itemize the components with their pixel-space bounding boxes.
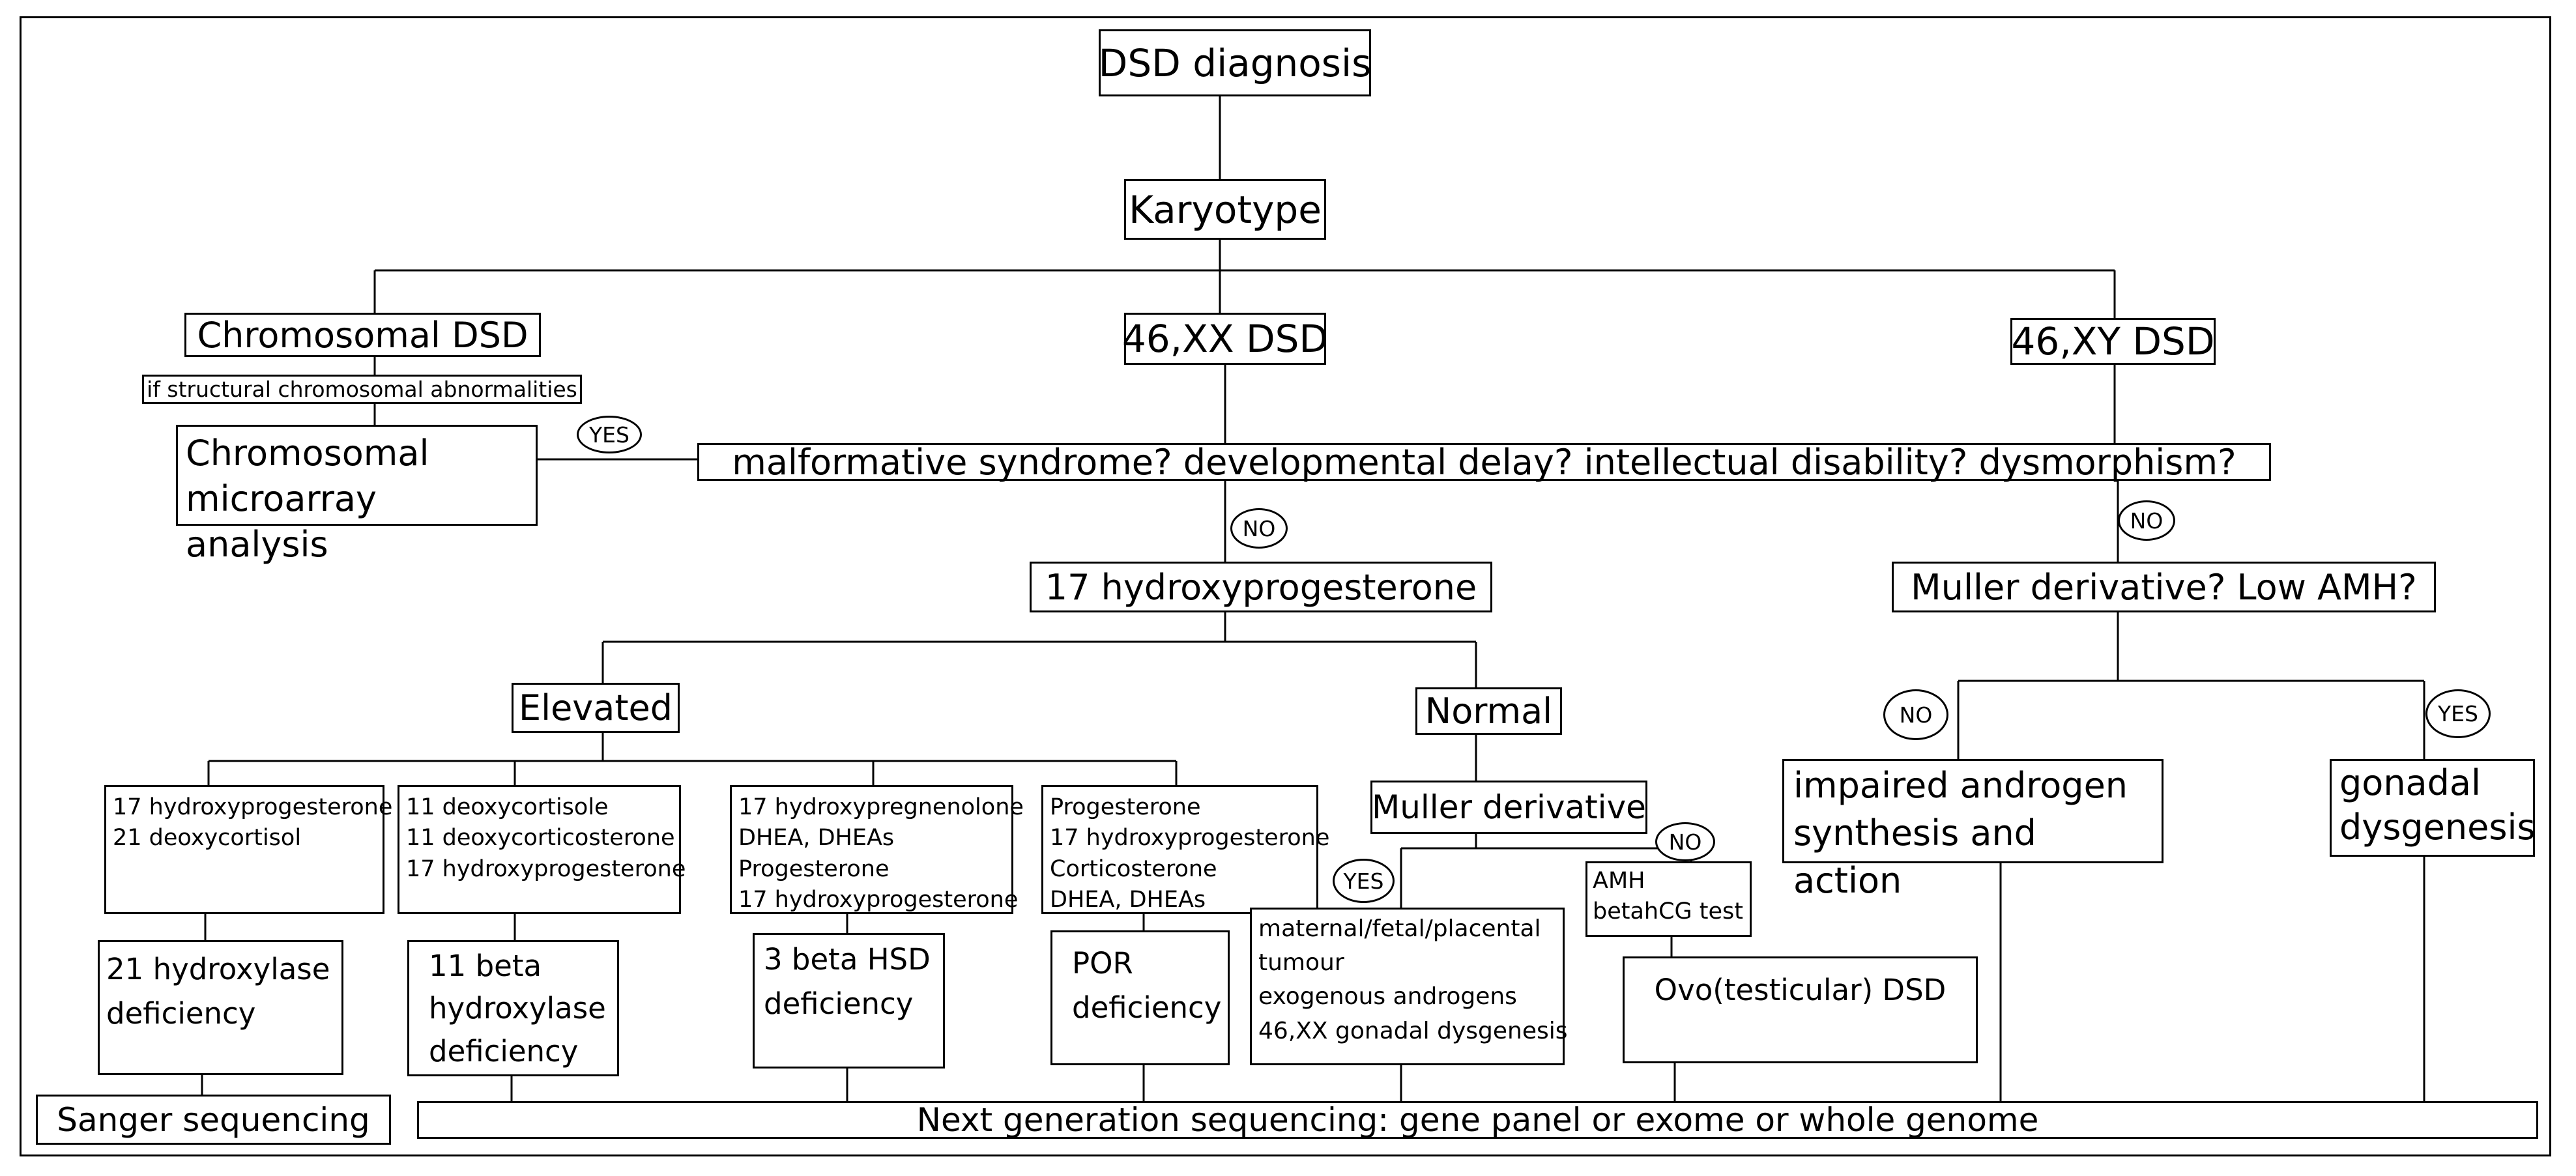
chromosomal-microarray-node: Chromosomal microarray analysis	[176, 425, 538, 565]
hydroxyprogesterone-label: 17 hydroxyprogesterone	[1045, 566, 1477, 608]
maternal-line-2: tumour	[1258, 949, 1344, 977]
structural-abnormalities-label: if structural chromosomal abnormalities	[147, 377, 577, 402]
dsd-diagnosis-node: DSD diagnosis	[1099, 29, 1371, 96]
gonadal-dysgenesis-line-2: dysgenesis	[2339, 806, 2536, 848]
deficiency-21-line-2: deficiency	[106, 996, 256, 1031]
chromosomal-dsd-node: Chromosomal DSD	[184, 313, 541, 357]
yes-oval-gonadal: YES	[2425, 689, 2491, 738]
no-oval-xx: NO	[1230, 508, 1288, 549]
ovotesticular-dsd-label: Ovo(testicular) DSD	[1654, 973, 1946, 1007]
muller-amh-node: Muller derivative? Low AMH?	[1892, 562, 2436, 612]
muller-derivative-label: Muller derivative	[1372, 788, 1646, 826]
syndrome-question-node: malformative syndrome? developmental del…	[697, 441, 2271, 483]
yes-label: YES	[1343, 868, 1384, 894]
maternal-line-3: exogenous androgens	[1258, 983, 1517, 1011]
markers-11-line-2: 11 deoxycorticosterone	[406, 825, 675, 852]
ovotesticular-dsd-node: Ovo(testicular) DSD	[1623, 956, 1978, 1063]
markers-21-line-2: 21 deoxycortisol	[113, 825, 302, 852]
chromosomal-dsd-label: Chromosomal DSD	[197, 314, 528, 356]
ngs-label: Next generation sequencing: gene panel o…	[916, 1101, 2039, 1139]
deficiency-por: POR deficiency	[1050, 930, 1230, 1065]
karyotype-node: Karyotype	[1124, 179, 1326, 240]
deficiency-3b-line-2: deficiency	[764, 986, 914, 1021]
elevated-label: Elevated	[518, 687, 673, 728]
xx-dsd-node: 46,XX DSD	[1122, 313, 1329, 365]
structural-abnormalities-note: if structural chromosomal abnormalities	[142, 375, 582, 404]
muller-amh-label: Muller derivative? Low AMH?	[1911, 566, 2417, 608]
ngs-node: Next generation sequencing: gene panel o…	[417, 1101, 2538, 1139]
no-oval-amh: NO	[1655, 822, 1715, 861]
deficiency-3-beta-hsd: 3 beta HSD deficiency	[753, 933, 945, 1068]
no-oval-xy: NO	[2118, 500, 2175, 541]
markers-por-line-4: DHEA, DHEAs	[1050, 886, 1206, 913]
impaired-androgen-line-1: impaired androgen	[1793, 765, 2128, 806]
no-label: NO	[2130, 508, 2164, 534]
elevated-node: Elevated	[512, 683, 680, 733]
sanger-sequencing-label: Sanger sequencing	[57, 1100, 370, 1139]
markers-3-beta-hsd: 17 hydroxypregnenolone DHEA, DHEAs Proge…	[730, 785, 1024, 914]
deficiency-3b-line-1: 3 beta HSD	[764, 942, 931, 977]
microarray-line-1: Chromosomal	[186, 433, 429, 474]
syndrome-question-label: malformative syndrome? developmental del…	[732, 441, 2236, 483]
deficiency-21-line-1: 21 hydroxylase	[106, 952, 330, 986]
xy-dsd-label: 46,XY DSD	[2011, 319, 2215, 364]
markers-por: Progesterone 17 hydroxyprogesterone Cort…	[1041, 785, 1330, 914]
microarray-line-2: microarray analysis	[186, 478, 377, 566]
no-label: NO	[1899, 702, 1933, 728]
muller-derivative-node: Muller derivative	[1370, 781, 1647, 834]
yes-label: YES	[2438, 701, 2478, 726]
deficiency-por-line-1: POR	[1072, 946, 1133, 981]
maternal-causes-node: maternal/fetal/placental tumour exogenou…	[1250, 908, 1568, 1065]
dsd-diagnosis-label: DSD diagnosis	[1098, 40, 1372, 85]
yes-oval-maternal: YES	[1333, 859, 1395, 903]
markers-3b-line-3: Progesterone	[738, 855, 890, 882]
markers-por-line-2: 17 hydroxyprogesterone	[1050, 825, 1330, 852]
deficiency-11-line-2: hydroxylase	[429, 991, 606, 1026]
no-label: NO	[1242, 515, 1276, 541]
markers-por-line-1: Progesterone	[1050, 794, 1201, 820]
gonadal-dysgenesis-line-1: gonadal	[2339, 762, 2482, 803]
impaired-androgen-line-2: synthesis and action	[1793, 812, 2036, 901]
markers-3b-line-2: DHEA, DHEAs	[738, 825, 895, 852]
markers-11-beta: 11 deoxycortisole 11 deoxycorticosterone…	[398, 785, 686, 914]
deficiency-11-line-1: 11 beta	[429, 949, 542, 983]
markers-3b-line-1: 17 hydroxypregnenolone	[738, 794, 1024, 820]
maternal-line-4: 46,XX gonadal dysgenesis	[1258, 1017, 1568, 1044]
maternal-line-1: maternal/fetal/placental	[1258, 915, 1541, 942]
markers-21-line-1: 17 hydroxyprogesterone	[113, 794, 393, 820]
markers-11-line-3: 17 hydroxyprogesterone	[406, 855, 686, 882]
hydroxyprogesterone-node: 17 hydroxyprogesterone	[1030, 562, 1492, 612]
yes-label: YES	[589, 422, 630, 448]
amh-line-2: betahCG test	[1593, 898, 1744, 925]
gonadal-dysgenesis-node: gonadal dysgenesis	[2330, 759, 2536, 857]
diagram-frame	[20, 16, 2551, 1156]
yes-oval-syndrome: YES	[577, 416, 642, 453]
sanger-sequencing-node: Sanger sequencing	[36, 1095, 391, 1145]
xx-dsd-label: 46,XX DSD	[1122, 317, 1329, 361]
markers-3b-line-4: 17 hydroxyprogesterone	[738, 886, 1019, 913]
normal-node: Normal	[1415, 687, 1562, 735]
no-oval-impaired: NO	[1883, 689, 1948, 740]
karyotype-label: Karyotype	[1129, 187, 1322, 232]
no-label: NO	[1668, 829, 1702, 855]
amh-test-node: AMH betahCG test	[1585, 861, 1752, 937]
markers-21-hydroxylase: 17 hydroxyprogesterone 21 deoxycortisol	[104, 785, 393, 914]
deficiency-21-hydroxylase: 21 hydroxylase deficiency	[98, 940, 343, 1075]
markers-11-line-1: 11 deoxycortisole	[406, 794, 609, 820]
amh-line-1: AMH	[1593, 868, 1645, 894]
xy-dsd-node: 46,XY DSD	[2010, 318, 2216, 365]
deficiency-11-line-3: deficiency	[429, 1033, 579, 1068]
markers-por-line-3: Corticosterone	[1050, 855, 1217, 882]
deficiency-11-beta-hydroxylase: 11 beta hydroxylase deficiency	[407, 940, 619, 1076]
deficiency-por-line-2: deficiency	[1072, 990, 1222, 1025]
impaired-androgen-node: impaired androgen synthesis and action	[1782, 759, 2164, 901]
normal-label: Normal	[1425, 691, 1553, 732]
